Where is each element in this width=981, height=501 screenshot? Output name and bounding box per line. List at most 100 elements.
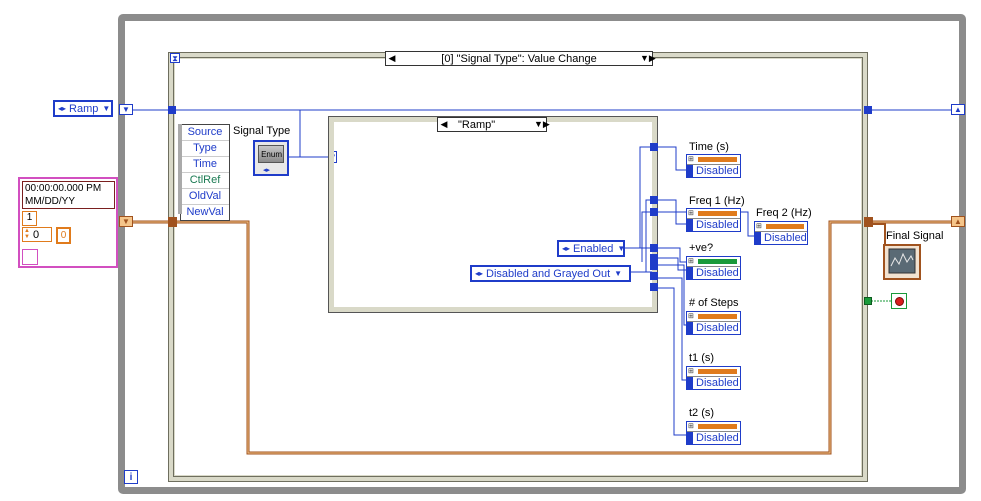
case-output-tunnel[interactable] (650, 196, 658, 204)
steps-disabled-value: Disabled (687, 322, 740, 335)
case-output-tunnel[interactable] (650, 254, 658, 262)
left-shift-register-orange[interactable]: ▼ (119, 216, 133, 227)
stop-icon (895, 297, 904, 306)
numeric-increment-icon[interactable]: ▲▼ (24, 228, 30, 240)
event-data-source: Source (181, 125, 229, 141)
event-output-tunnel-orange[interactable] (864, 217, 873, 227)
time-property-node[interactable]: ⊞ Disabled (686, 154, 741, 178)
dropdown-icon: ▼ (617, 244, 626, 253)
steps-label: # of Steps (689, 297, 739, 309)
freq1-disabled-value: Disabled (687, 219, 740, 232)
t1-property-node[interactable]: ⊞ Disabled (686, 366, 741, 390)
event-data-type: Type (181, 141, 229, 157)
freq2-disabled-value: Disabled (755, 232, 807, 245)
disabled-constant-value: Disabled and Grayed Out (486, 267, 611, 280)
t1-label: t1 (s) (689, 352, 715, 364)
array-index[interactable]: 1 (22, 211, 37, 226)
property-node-icon: ⊞ (756, 223, 762, 230)
array-element[interactable]: 0 (56, 227, 71, 244)
positive-property-node[interactable]: ⊞ Disabled (686, 256, 741, 280)
final-signal-label: Final Signal (886, 230, 944, 242)
case-dropdown-icon[interactable]: ▼▶ (640, 53, 656, 63)
event-timeout-terminal[interactable]: ⧗ (170, 53, 180, 63)
property-node-icon: ⊞ (688, 258, 694, 265)
waveform-cluster-constant[interactable]: 00:00:00.000 PM MM/DD/YY 1 0 ▲▼ 0 (18, 177, 118, 268)
event-data-node-border (178, 124, 182, 214)
case-output-tunnel[interactable] (650, 244, 658, 252)
dropdown-icon: ▼ (102, 104, 111, 113)
stop-condition-terminal[interactable] (891, 293, 907, 309)
event-data-newval: NewVal (186, 206, 224, 218)
event-data-ctlref: CtlRef (181, 173, 229, 189)
left-shift-register-blue[interactable]: ▼ (119, 104, 133, 115)
loop-iteration-terminal[interactable]: i (124, 470, 138, 484)
positive-disabled-value: Disabled (687, 267, 740, 280)
orange-bar (698, 369, 737, 374)
timestamp-value: 00:00:00.000 PM (25, 183, 102, 194)
disabled-enum-constant[interactable]: ◂▸ Disabled and Grayed Out ▼ (470, 265, 631, 282)
property-node-icon: ⊞ (688, 210, 694, 217)
case-output-tunnel[interactable] (650, 262, 658, 270)
case-output-tunnel[interactable] (650, 283, 658, 291)
case-output-tunnel[interactable] (650, 272, 658, 280)
updown-arrows-icon: ◂▸ (58, 104, 67, 113)
case-output-tunnel[interactable] (650, 208, 658, 216)
case-structure-frame[interactable] (328, 116, 658, 313)
t2-label: t2 (s) (689, 407, 715, 419)
property-node-icon: ⊞ (688, 423, 694, 430)
case-label: "Ramp" (458, 118, 496, 131)
case-dropdown-icon[interactable]: ▼▶ (534, 119, 550, 129)
updown-arrows-icon: ◂▸ (475, 269, 484, 278)
event-input-tunnel-orange[interactable] (168, 217, 177, 227)
signal-type-label: Signal Type (233, 125, 291, 137)
orange-bar (766, 224, 804, 229)
orange-bar (698, 157, 737, 162)
final-signal-terminal[interactable] (883, 244, 921, 280)
case-output-tunnel[interactable] (650, 143, 658, 151)
freq1-label: Freq 1 (Hz) (689, 195, 745, 207)
right-shift-register-orange[interactable]: ▲ (951, 216, 965, 227)
t2-disabled-value: Disabled (687, 432, 740, 445)
t2-property-node[interactable]: ⊞ Disabled (686, 421, 741, 445)
freq2-property-node[interactable]: ⊞ Disabled (754, 221, 808, 245)
time-label: Time (s) (689, 141, 729, 153)
event-data-oldval: OldVal (181, 189, 229, 205)
right-shift-register-blue[interactable]: ▲ (951, 104, 965, 115)
ramp-enum-control[interactable]: ◂▸ Ramp ▼ (53, 100, 113, 117)
event-data-node[interactable]: Source Type Time CtlRef OldVal NewVal (180, 124, 230, 221)
stop-terminal-tunnel[interactable] (864, 297, 872, 305)
property-node-icon: ⊞ (688, 156, 694, 163)
case-selector[interactable]: ◀ "Ramp" ▼▶ (437, 117, 550, 132)
enabled-constant-value: Enabled (573, 242, 614, 255)
date-value: MM/DD/YY (25, 196, 75, 207)
while-loop-frame[interactable] (118, 14, 966, 494)
positive-label: +ve? (689, 242, 714, 254)
updown-arrows-icon: ◂▸ (562, 244, 571, 253)
freq1-property-node[interactable]: ⊞ Disabled (686, 208, 741, 232)
attributes-field[interactable] (22, 249, 38, 265)
previous-case-icon[interactable]: ◀ (388, 53, 396, 63)
ramp-control-value: Ramp (69, 102, 99, 115)
numeric-control[interactable]: 0 (22, 227, 52, 242)
dropdown-icon: ▼ (614, 269, 623, 278)
steps-property-node[interactable]: ⊞ Disabled (686, 311, 741, 335)
orange-bar (698, 314, 737, 319)
previous-case-icon[interactable]: ◀ (440, 119, 448, 129)
event-input-tunnel[interactable] (168, 106, 176, 114)
property-node-icon: ⊞ (688, 368, 694, 375)
orange-bar (698, 211, 737, 216)
t1-disabled-value: Disabled (687, 377, 740, 390)
enabled-enum-constant[interactable]: ◂▸ Enabled ▼ (557, 240, 625, 257)
enum-updown-icon: ◂▸ (263, 167, 271, 174)
orange-bar (698, 424, 737, 429)
signal-type-terminal[interactable]: Enum ◂▸ (253, 140, 289, 176)
event-case-selector[interactable]: ◀ [0] "Signal Type": Value Change ▼▶ (385, 51, 656, 66)
event-case-label: [0] "Signal Type": Value Change (441, 52, 597, 65)
event-data-time: Time (181, 157, 229, 173)
freq2-label: Freq 2 (Hz) (756, 207, 812, 219)
waveform-graph-icon (888, 248, 916, 274)
timestamp-field[interactable]: 00:00:00.000 PM MM/DD/YY (22, 181, 115, 209)
event-output-tunnel[interactable] (864, 106, 872, 114)
enum-terminal-icon: Enum (258, 145, 284, 163)
